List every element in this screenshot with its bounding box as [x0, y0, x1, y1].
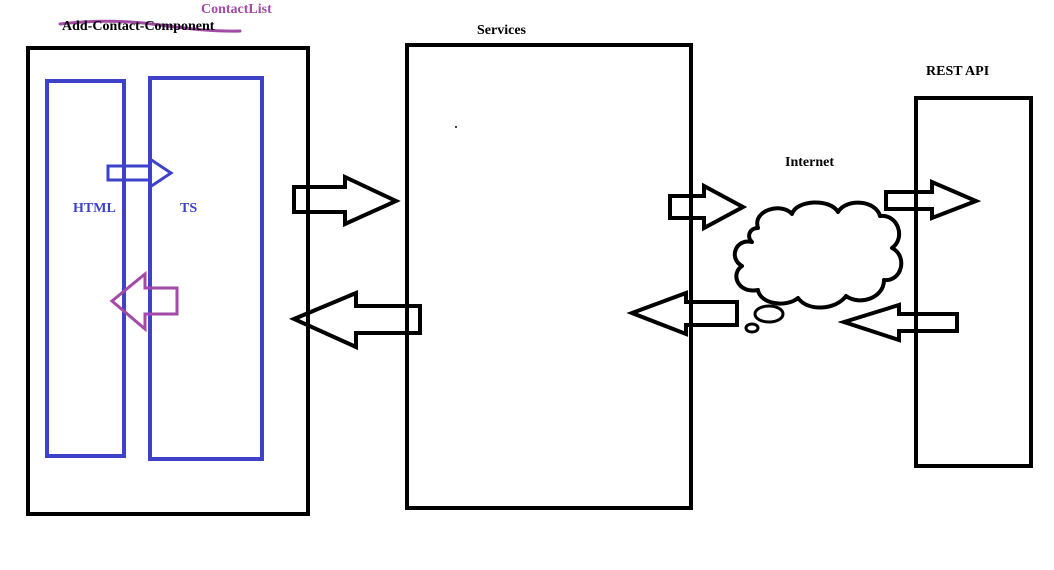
- rest-api-label: REST API: [926, 64, 990, 79]
- component-old-label: Add-Contact-Component: [62, 19, 215, 34]
- services-box: [405, 43, 693, 510]
- services-label: Services: [477, 23, 526, 38]
- strikethrough-mark: [58, 19, 242, 33]
- services-to-internet-arrow: [668, 182, 748, 232]
- component-to-services-arrow: [292, 173, 401, 228]
- cloud-icon: [732, 200, 904, 310]
- stray-dot: [455, 126, 457, 128]
- cloud-puff-small: [744, 322, 760, 334]
- services-to-component-arrow: [288, 289, 422, 351]
- internet-label: Internet: [785, 155, 834, 170]
- component-new-label: ContactList: [201, 2, 272, 17]
- ts-box: [148, 76, 264, 461]
- internet-to-api-arrow: [884, 178, 982, 221]
- rest-api-box: [914, 96, 1033, 468]
- ts-to-html-arrow: [109, 270, 179, 333]
- internet-to-services-arrow: [626, 290, 739, 337]
- html-label: HTML: [73, 201, 116, 216]
- ts-label: TS: [180, 201, 198, 216]
- html-box: [45, 79, 126, 458]
- component-box: [26, 46, 310, 516]
- html-to-ts-arrow: [106, 156, 174, 190]
- cloud-puff-large: [753, 304, 785, 324]
- api-to-internet-arrow: [837, 302, 959, 343]
